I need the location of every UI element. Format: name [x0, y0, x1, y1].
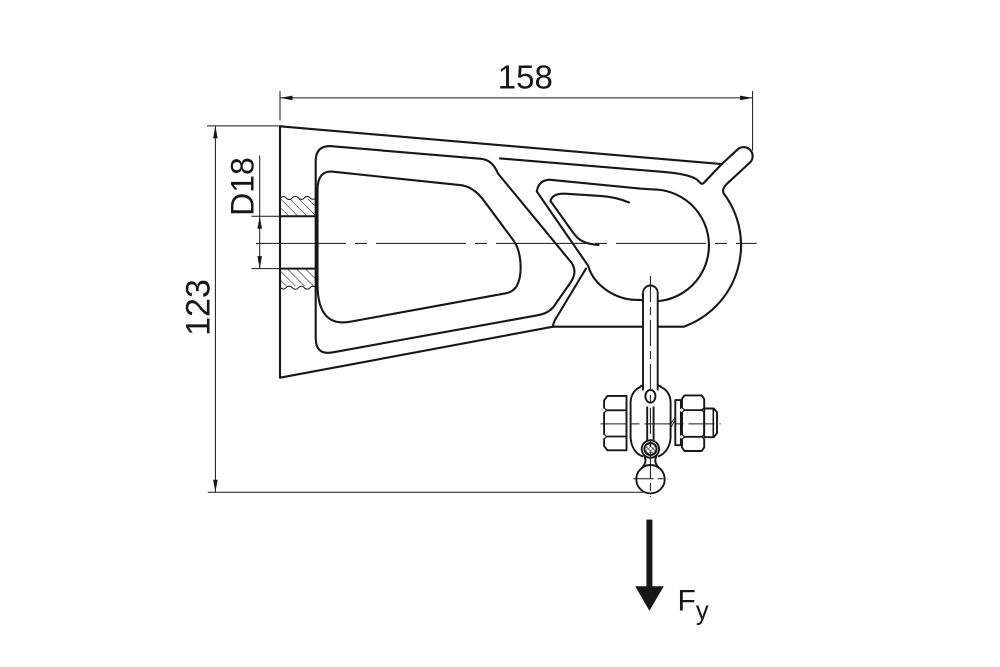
thread-section-top: [280, 198, 315, 216]
dim-height-label: 123: [180, 279, 218, 336]
bolt-thread-tick-a: [670, 420, 676, 428]
force-arrow: [635, 519, 664, 611]
dim-width-arrow-left: [280, 95, 293, 101]
hex-nut-left-corner-notch-top-mask: [602, 408, 606, 413]
dim-bore-label: D18: [225, 157, 261, 216]
left-pocket-inner: [316, 170, 522, 324]
force-arrow-shaft: [646, 519, 653, 588]
hex-nut-right-notch-2: [681, 434, 685, 440]
dim-height: 123: [180, 125, 644, 493]
hex-nut-left-outline: [603, 394, 628, 452]
dim-height-arrow-top: [213, 125, 218, 139]
neck-right: [654, 455, 660, 469]
hex-nut-right-notch-mask-2: [680, 434, 684, 439]
force-annotation: Fy: [635, 519, 709, 626]
bolt-end: [703, 407, 718, 439]
bracket-body: [278, 125, 754, 379]
hex-nut-right-notch-1: [681, 407, 685, 413]
force-subscript: y: [696, 598, 709, 626]
neck-left: [641, 455, 647, 469]
force-arrow-head: [635, 586, 664, 611]
hex-nut-right-outline: [681, 394, 706, 452]
dim-bore: D18: [225, 155, 280, 270]
clevis-body-outline: [629, 384, 672, 458]
bolt-end-outline: [703, 407, 718, 439]
hex-nut-left-corner-notch-top: [603, 407, 607, 413]
thread-break-line-bottom: [279, 285, 317, 290]
hex-nut-right-notch-mask-1: [680, 408, 684, 412]
top-flange-inner-edge: [498, 157, 705, 185]
dim-bore-arrow-bottom: [257, 256, 262, 269]
strut-bottom-web-edge: [551, 267, 588, 328]
centerlines: [256, 242, 757, 497]
dim-width-label: 158: [498, 59, 553, 96]
force-symbol: F: [678, 585, 696, 618]
hex-nut-left-corner-notch-bottom-mask: [602, 434, 606, 439]
hex-nut-left: [602, 394, 628, 452]
hex-nut-left-corner-notch-bottom: [603, 434, 607, 439]
dim-bore-arrow-top: [257, 216, 262, 229]
prong-edge-extension: [702, 163, 723, 184]
bolt-thread-tick-b: [670, 417, 676, 424]
eye-cavity-inner: [549, 192, 631, 246]
force-label: Fy: [678, 585, 709, 626]
hex-nut-right: [680, 394, 707, 452]
dimensions: 158 123 D18: [180, 59, 754, 493]
washer: [674, 399, 682, 447]
left-pocket-outer: [314, 145, 576, 354]
bolt-shank-threads: [670, 417, 676, 428]
thread-break-line-top: [279, 195, 317, 200]
dim-height-arrow-bottom: [213, 479, 218, 493]
dim-width-arrow-right: [740, 95, 753, 101]
eye-cavity-outer: [535, 178, 710, 303]
threaded-bore: [279, 195, 317, 290]
dim-width: 158: [279, 59, 754, 151]
thread-section-bottom: [280, 269, 315, 287]
clevis-assembly: [602, 384, 718, 495]
